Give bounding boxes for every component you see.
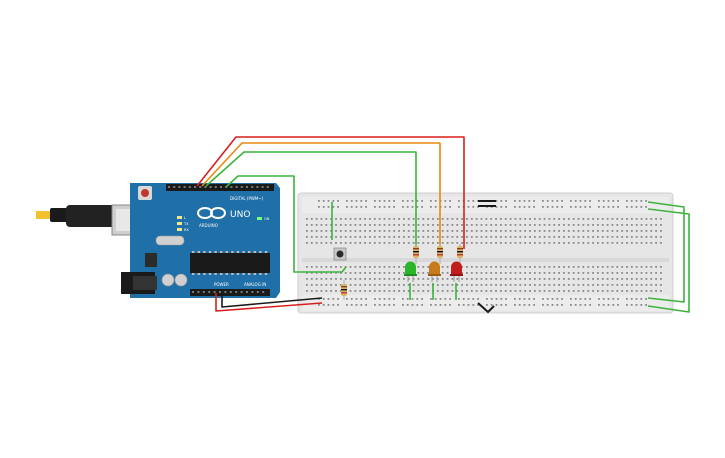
model-label: UNO (230, 210, 250, 220)
wire-orange-led (201, 142, 441, 249)
wire-green-rail-bottom (647, 208, 690, 313)
green-led[interactable] (404, 261, 417, 283)
rx-label: RX (184, 228, 189, 232)
wire-green-button (225, 175, 347, 273)
logo-text: ARDUINO (199, 223, 218, 228)
resistor-button (341, 280, 347, 300)
wire-green-led (205, 151, 417, 249)
header-pins (168, 186, 269, 293)
capacitor-1 (161, 273, 175, 287)
analog-label: ANALOG IN (244, 282, 266, 287)
atmega-chip (190, 253, 270, 273)
wire-red-led (196, 136, 465, 249)
resistor-orange-led (437, 244, 443, 264)
arduino-logo (197, 207, 226, 219)
tx-label: TX (183, 222, 189, 226)
capacitor-2 (174, 273, 188, 287)
resistor-green-led (413, 244, 419, 264)
wire-black-gnd (221, 293, 323, 308)
breadboard (297, 192, 674, 314)
power-label: POWER (214, 282, 229, 287)
push-button[interactable] (333, 247, 347, 261)
usb-cable (36, 204, 143, 236)
red-led[interactable] (450, 261, 463, 283)
leds (404, 261, 463, 283)
wires (196, 136, 690, 313)
on-label: ON (264, 217, 270, 221)
l-label: L (184, 216, 186, 220)
wire-red-5v (215, 293, 323, 312)
resistor-red-led (457, 244, 463, 264)
resistors (341, 244, 463, 300)
wire-black-rail-bottom (477, 302, 495, 313)
orange-led[interactable] (428, 261, 441, 283)
crystal (155, 235, 185, 246)
reset-button[interactable] (141, 189, 149, 197)
arduino-uno: UNO ARDUINO DIGITAL (PWM~) POWER ANALOG … (121, 183, 280, 298)
digital-label: DIGITAL (PWM~) (230, 196, 264, 201)
wire-green-rail-top (647, 201, 685, 303)
